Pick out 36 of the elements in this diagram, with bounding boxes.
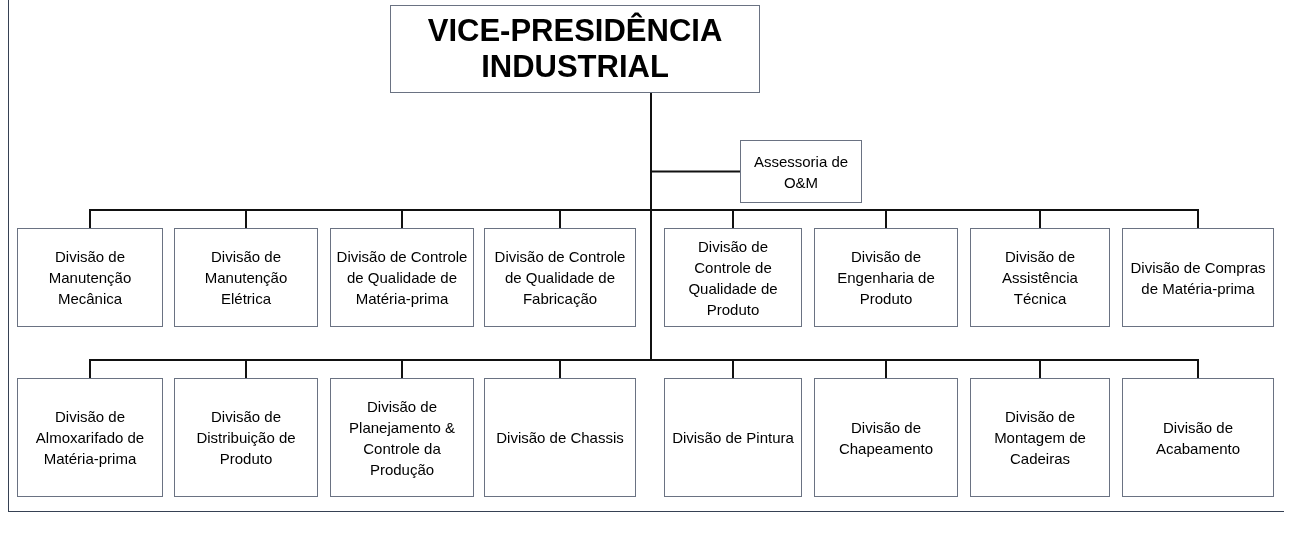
org-box [970,378,1110,497]
division-label: Divisão de Controle de Qualidade de Produto [687,236,779,320]
org-box [1122,378,1274,497]
division-label: Divisão de Chassis [496,428,624,448]
org-box [740,140,862,203]
division-label: Divisão de Distribuição de Produto [195,407,297,469]
title-box [390,5,760,93]
org-box [174,228,318,327]
org-box [330,378,474,497]
division-label: Divisão de Engenharia de Produto [836,247,936,309]
division-label: Divisão de Compras de Matéria-prima [1129,257,1267,299]
division-label: Divisão de Manutenção Mecânica [47,247,133,309]
org-box [814,378,958,497]
division-label: Divisão de Controle de Qualidade de Matéria-prima [335,247,469,309]
org-box [814,228,958,327]
org-box [970,228,1110,327]
division-label: Divisão de Planejamento & Controle da Produção [348,396,456,480]
division-label: Divisão de Pintura [672,428,794,448]
division-label: Divisão de Manutenção Elétrica [203,247,289,309]
division-label: Divisão de Controle de Qualidade de Fabricação [493,247,627,309]
division-label: Divisão de Montagem de Cadeiras [993,407,1087,469]
org-box [664,228,802,327]
org-box [484,228,636,327]
division-label: Divisão de Assistência Técnica [1001,247,1079,309]
org-box [17,228,163,327]
org-box [330,228,474,327]
org-box [484,378,636,497]
division-label: Divisão de Chapeamento [837,417,935,459]
division-label: Divisão de Almoxarifado de Matéria-prima [34,407,146,469]
org-box [1122,228,1274,327]
division-label: Assessoria de O&M [752,151,850,193]
org-box [664,378,802,497]
org-box [174,378,318,497]
title-text: VICE-PRESIDÊNCIA INDUSTRIAL [426,13,724,85]
org-box [17,378,163,497]
division-label: Divisão de Acabamento [1154,417,1242,459]
